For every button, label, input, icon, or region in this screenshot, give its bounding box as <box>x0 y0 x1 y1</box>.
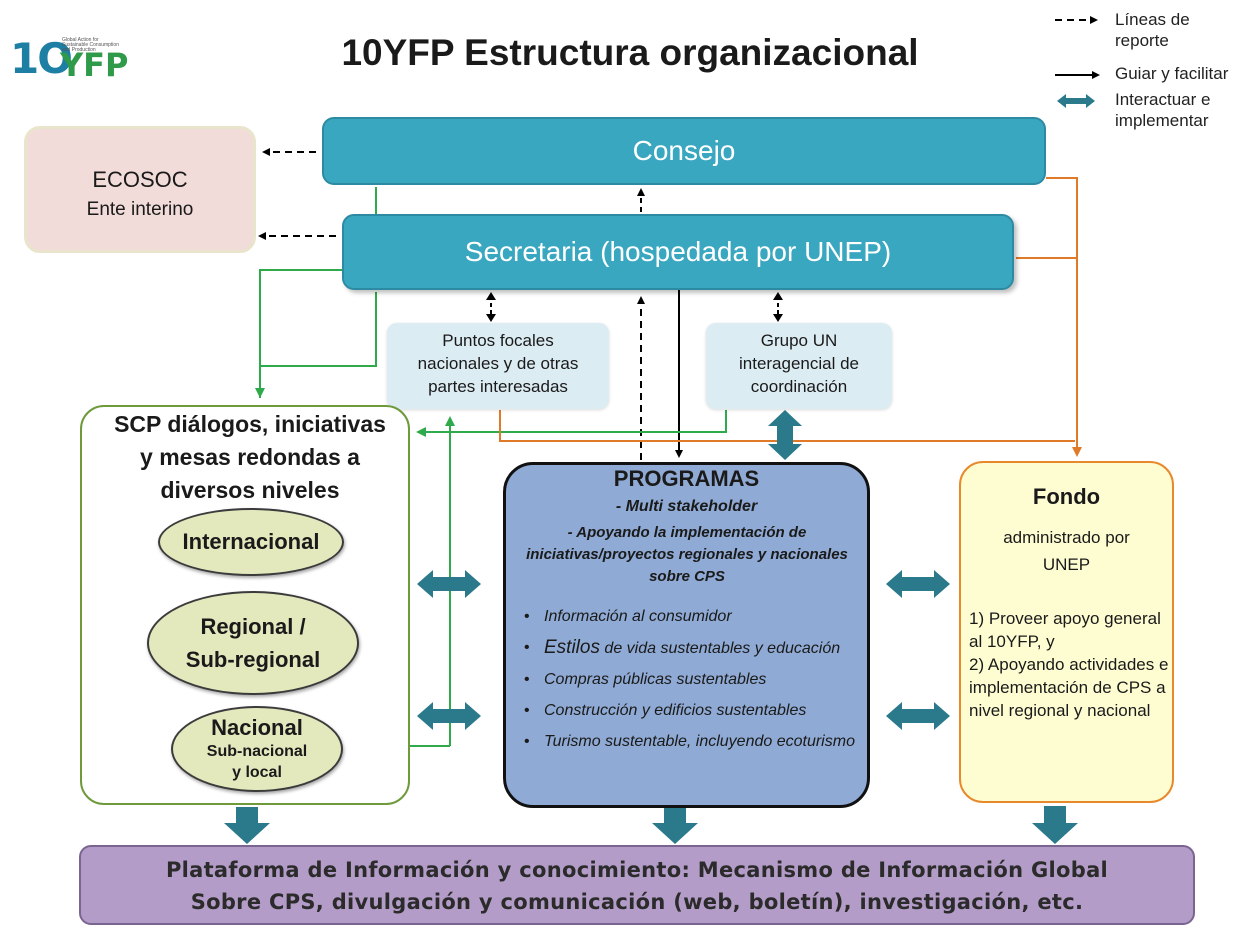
grupo-un-box: Grupo UN interagencial de coordinación <box>706 323 892 409</box>
legend-reporte-line1: Líneas de <box>1115 10 1190 29</box>
programas-item-text: Turismo sustentable, incluyendo ecoturis… <box>544 733 855 750</box>
secretaria-box: Secretaria (hospedada por UNEP) <box>342 214 1014 290</box>
10yfp-logo: 1O Global Action for Sustainable Consump… <box>10 34 150 84</box>
programas-item-text: Construcción y edificios sustentables <box>544 702 807 719</box>
legend-interactuar-line2: implementar <box>1115 111 1209 130</box>
programas-item-text: de vida sustentables y educación <box>599 640 841 657</box>
programas-fondo-double-arrow-2 <box>886 702 950 730</box>
scp-title-line1: SCP diálogos, iniciativas <box>114 411 386 437</box>
nacional-ellipse: Nacional Sub-nacional y local <box>171 706 343 792</box>
logo-number: 1O <box>10 34 73 83</box>
fondo-title: Fondo <box>1032 484 1101 509</box>
ecosoc-box: ECOSOC Ente interino <box>24 126 256 253</box>
nacional-label: Nacional <box>211 715 303 740</box>
scp-programas-double-arrow-2 <box>417 702 481 730</box>
fondo-item-1: 1) Proveer apoyo general al 10YFP, y <box>969 609 1161 651</box>
logo-letters: YFP <box>60 46 129 84</box>
plataforma-line1: Plataforma de Información y conocimiento… <box>165 858 1109 882</box>
puntos-focales-line3: partes interesadas <box>428 377 568 396</box>
fondo-to-plataforma-arrow <box>1032 806 1078 844</box>
plataforma-line2: Sobre CPS, divulgación y comunicación (w… <box>190 890 1084 914</box>
regional-label-line1: Regional / <box>200 614 306 639</box>
legend-interactuar: Interactuar e implementar <box>1115 89 1210 131</box>
secretaria-grupo-arrow-up <box>773 292 783 300</box>
fondo-body: 1) Proveer apoyo general al 10YFP, y 2) … <box>969 607 1169 722</box>
list-item: •Compras públicas sustentables <box>524 671 767 688</box>
scp-title-line2: y mesas redondas a <box>140 444 360 470</box>
secretaria-grupo-arrow-down <box>773 314 783 322</box>
scp-to-plataforma-arrow <box>224 807 270 844</box>
grupo-programas-double-arrow <box>768 410 802 460</box>
secretaria-to-scp-green-line <box>255 292 377 398</box>
internacional-label: Internacional <box>182 529 320 554</box>
puntos-focales-box: Puntos focales nacionales y de otras par… <box>387 323 609 409</box>
list-item: •Estilos de vida sustentables y educació… <box>524 637 841 658</box>
legend-double-arrow <box>1057 94 1095 108</box>
subnacional-label-line2: y local <box>232 764 282 781</box>
programas-subtitle-2-line3: sobre CPS <box>649 568 725 585</box>
fondo-subtitle-line2: UNEP <box>1042 555 1091 574</box>
consejo-box: Consejo <box>322 117 1046 185</box>
programas-list: •Información al consumidor •Estilos de v… <box>524 606 864 762</box>
programas-to-plataforma-arrow <box>652 808 698 844</box>
focal-to-fondo-orange-line <box>499 410 1075 442</box>
fondo-box <box>959 461 1174 803</box>
scp-programas-double-arrow-1 <box>417 570 481 598</box>
secretaria-focal-arrow-up <box>486 292 496 300</box>
programas-item-text: Información al consumidor <box>544 608 732 625</box>
legend-guiar: Guiar y facilitar <box>1115 64 1229 83</box>
programas-item-text-emphasis: Estilos <box>544 637 600 658</box>
programas-item-text: Compras públicas sustentables <box>544 671 767 688</box>
programas-box <box>503 462 870 808</box>
grupo-un-line3: coordinación <box>750 377 848 396</box>
legend-reporte-line2: reporte <box>1115 31 1169 50</box>
secretaria-focal-arrow-down <box>486 314 496 322</box>
puntos-focales-line1: Puntos focales <box>442 331 554 350</box>
consejo-to-fondo-orange-line <box>1046 177 1082 457</box>
fondo-item-2: 2) Apoyando actividades e implementación… <box>969 655 1169 720</box>
grupo-to-scp-green-line <box>416 410 727 437</box>
programas-subtitle-2-line2: iniciativas/proyectos regionales y nacio… <box>526 546 848 563</box>
plataforma-box: Plataforma de Información y conocimiento… <box>79 845 1195 925</box>
regional-ellipse: Regional / Sub-regional <box>147 591 359 695</box>
list-item: •Construcción y edificios sustentables <box>524 702 807 719</box>
programas-fondo-double-arrow-1 <box>886 570 950 598</box>
grupo-un-line2: interagencial de <box>738 354 860 373</box>
grupo-un-line1: Grupo UN <box>760 331 838 350</box>
logo-tagline: Global Action for Sustainable Consumptio… <box>62 37 119 53</box>
regional-label-line2: Sub-regional <box>185 647 321 672</box>
programas-title: PROGRAMAS <box>613 466 760 491</box>
programas-subtitle-1: - Multi stakeholder <box>615 498 758 515</box>
list-item: •Turismo sustentable, incluyendo ecoturi… <box>524 733 855 750</box>
fondo-subtitle-line1: administrado por <box>1003 528 1130 547</box>
page-title: 10YFP Estructura organizacional <box>341 32 919 73</box>
internacional-ellipse: Internacional <box>158 508 344 576</box>
puntos-focales-line2: nacionales y de otras <box>417 354 579 373</box>
fondo-subtitle: administrado por UNEP <box>959 524 1174 578</box>
ecosoc-title: ECOSOC <box>92 167 188 192</box>
list-item: •Información al consumidor <box>524 608 732 625</box>
scp-title: SCP diálogos, iniciativas y mesas redond… <box>100 408 400 507</box>
scp-title-line3: diversos niveles <box>160 477 340 503</box>
ecosoc-subtitle: Ente interino <box>86 199 194 220</box>
legend-reporte: Líneas de reporte <box>1115 9 1190 51</box>
programas-subtitle-2-line1: - Apoyando la implementación de <box>567 524 807 541</box>
programas-subtitle-2: - Apoyando la implementación de iniciati… <box>506 522 868 588</box>
subnacional-label-line1: Sub-nacional <box>206 743 308 760</box>
legend-interactuar-line1: Interactuar e <box>1115 90 1211 109</box>
